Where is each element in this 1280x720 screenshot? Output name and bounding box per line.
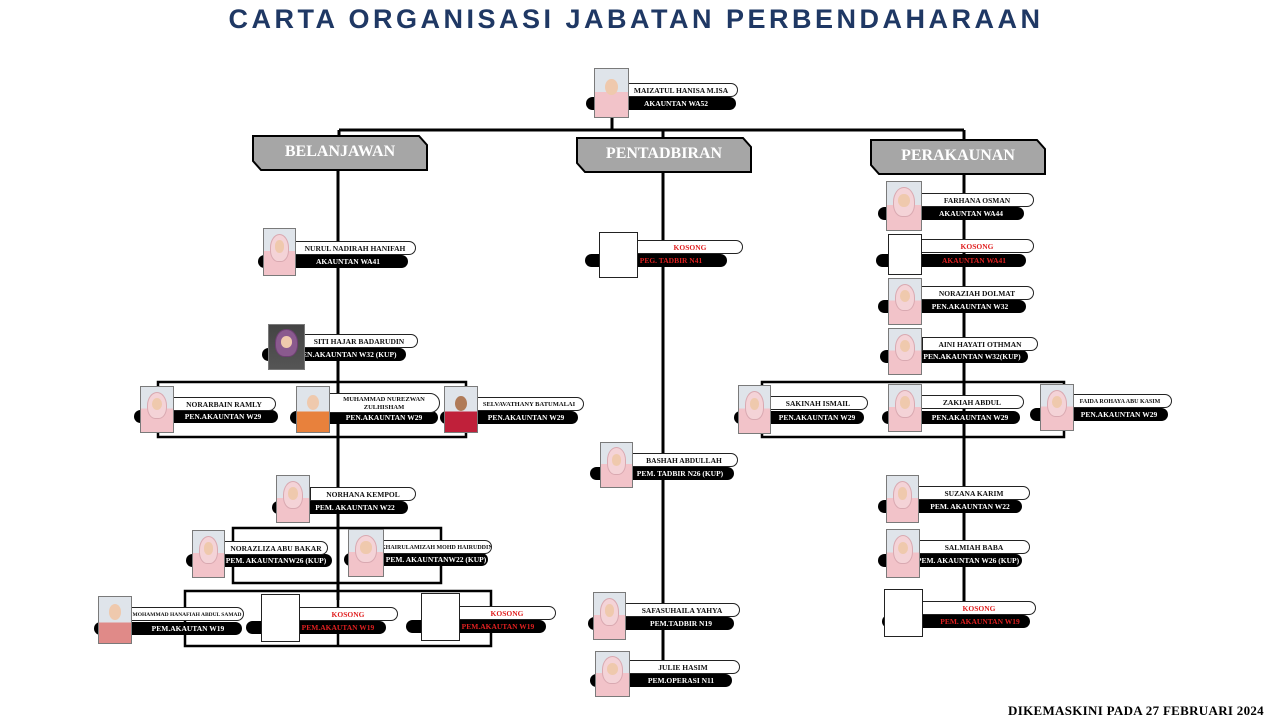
vacant-photo-placeholder <box>599 232 638 278</box>
name-label: MOHAMMAD HANAFIAH ABDUL SAMAD <box>130 607 244 621</box>
name-label: SELVAVATHANY BATUMALAI <box>474 397 584 411</box>
name-label: SAFASUHAILA YAHYA <box>624 603 740 617</box>
staff-photo <box>444 386 478 433</box>
name-label: KHAIRULAMIZAH MOHD HAIRUDDIN <box>380 540 492 554</box>
staff-photo <box>1040 384 1074 431</box>
name-label: SITI HAJAR BADARUDIN <box>300 334 418 348</box>
name-label: KOSONG <box>637 240 743 254</box>
vacant-photo-placeholder <box>884 589 923 637</box>
name-label: NORAZIAH DOLMAT <box>920 286 1034 300</box>
name-label: SALMIAH BABA <box>918 540 1030 554</box>
name-label: NORHANA KEMPOL <box>310 487 416 501</box>
name-label: FAIDA ROHAYA ABU KASIM <box>1068 394 1172 408</box>
staff-photo <box>593 592 626 640</box>
staff-photo <box>348 529 384 577</box>
staff-photo <box>140 386 174 433</box>
staff-photo <box>886 181 922 231</box>
staff-photo <box>888 384 922 432</box>
name-label: SUZANA KARIM <box>918 486 1030 500</box>
name-label: KOSONG <box>458 606 556 620</box>
name-label: SAKINAH ISMAIL <box>768 396 868 410</box>
chart-title: CARTA ORGANISASI JABATAN PERBENDAHARAAN <box>228 4 1044 34</box>
staff-photo <box>296 386 330 433</box>
staff-photo <box>263 228 296 276</box>
staff-photo <box>98 596 132 644</box>
name-label: ZAKIAH ABDUL <box>920 395 1024 409</box>
staff-photo <box>192 530 225 578</box>
staff-photo <box>268 324 305 370</box>
name-label: FARHANA OSMAN <box>920 193 1034 207</box>
name-label: NURUL NADIRAH HANIFAH <box>294 241 416 255</box>
name-label: KOSONG <box>298 607 398 621</box>
name-label: NORARBAIN RAMLY <box>172 397 276 411</box>
staff-photo <box>594 68 629 118</box>
name-label: BASHAH ABDULLAH <box>630 453 738 467</box>
staff-photo <box>738 385 771 434</box>
name-label: KOSONG <box>920 239 1034 253</box>
staff-photo <box>886 529 920 578</box>
staff-photo <box>595 651 630 697</box>
name-label: AINI HAYATI OTHMAN <box>922 337 1038 351</box>
staff-photo <box>600 442 633 488</box>
dept-header-belanjawan: BELANJAWAN <box>252 135 428 171</box>
name-label: MAIZATUL HANISA M.ISA <box>624 83 738 97</box>
vacant-photo-placeholder <box>421 593 460 641</box>
staff-photo <box>886 475 919 523</box>
staff-photo <box>888 328 922 375</box>
vacant-photo-placeholder <box>888 234 922 275</box>
name-label: NORAZLIZA ABU BAKAR <box>224 541 328 555</box>
vacant-photo-placeholder <box>261 594 300 642</box>
update-date-footer: DIKEMASKINI PADA 27 FEBRUARI 2024 <box>1008 703 1264 718</box>
dept-header-perakaunan: PERAKAUNAN <box>870 139 1046 175</box>
name-label: KOSONG <box>922 601 1036 615</box>
staff-photo <box>276 475 310 523</box>
staff-photo <box>888 278 922 325</box>
dept-header-pentadbiran: PENTADBIRAN <box>576 137 752 173</box>
name-label: JULIE HASIM <box>626 660 740 674</box>
name-label: MUHAMMAD NUREZWAN ZULHISHAM <box>328 393 440 413</box>
